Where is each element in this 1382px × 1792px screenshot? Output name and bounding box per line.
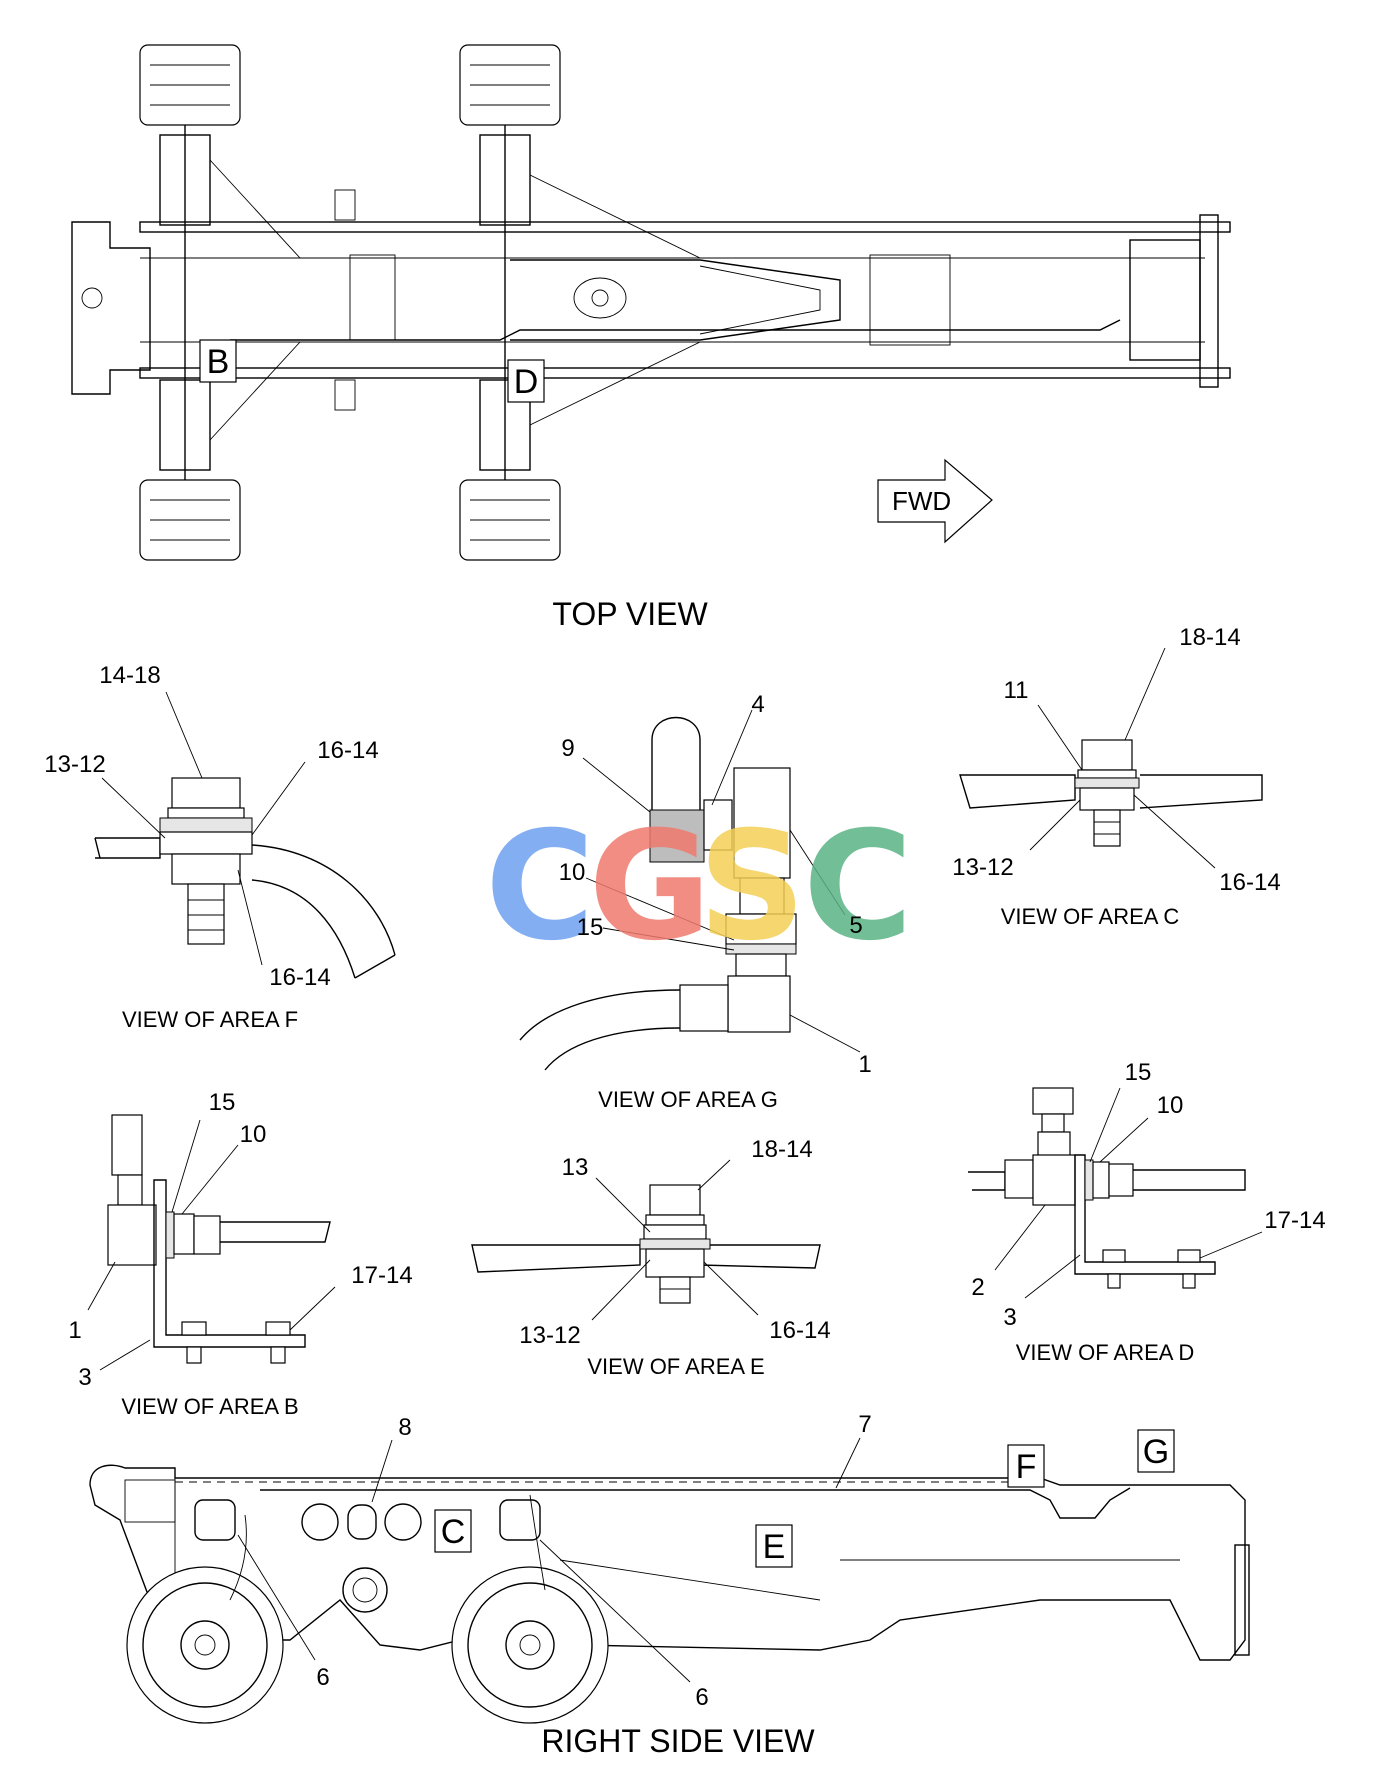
area-b-callout-15: 15 — [209, 1089, 236, 1116]
area-d-callout-10: 10 — [1157, 1092, 1184, 1119]
area-f-callout-left: 13-12 — [44, 751, 105, 778]
area-g-callout-9: 9 — [561, 735, 574, 762]
right-side-view-title: RIGHT SIDE VIEW — [541, 1723, 815, 1759]
area-b-callout-1: 1 — [68, 1317, 81, 1344]
marker-b: B — [199, 339, 237, 383]
area-e-callout-18: 18-14 — [751, 1136, 812, 1163]
marker-g: G — [1137, 1429, 1175, 1473]
watermark-letter-4: C — [803, 800, 913, 974]
fwd-arrow-icon: FWD — [877, 458, 993, 544]
area-g-callout-5: 5 — [849, 912, 862, 939]
area-d-callout-2: 2 — [971, 1274, 984, 1301]
area-e-callout-13: 13 — [562, 1154, 589, 1181]
marker-d-text: D — [514, 363, 539, 401]
side-callout-7: 7 — [858, 1411, 871, 1438]
area-d-callout-17: 17-14 — [1264, 1207, 1325, 1234]
area-c-callout-top: 18-14 — [1179, 624, 1240, 651]
area-g-callout-1: 1 — [858, 1051, 871, 1078]
watermark: C G S C — [485, 800, 913, 974]
area-b-caption: VIEW OF AREA B — [121, 1394, 298, 1419]
marker-c: C — [434, 1509, 472, 1553]
area-b-callout-3: 3 — [78, 1364, 91, 1391]
area-e-caption: VIEW OF AREA E — [587, 1354, 764, 1379]
area-f-caption: VIEW OF AREA F — [122, 1007, 298, 1032]
area-g-leaders — [582, 709, 861, 1053]
marker-e-text: E — [763, 1528, 786, 1566]
watermark-letter-2: G — [588, 800, 711, 974]
area-d-callout-15: 15 — [1125, 1059, 1152, 1086]
fwd-label: FWD — [892, 486, 951, 516]
area-e-callout-right: 16-14 — [769, 1317, 830, 1344]
front-wheel — [451, 1566, 609, 1724]
area-c-callout-left: 13-12 — [952, 854, 1013, 881]
top-view-drawing — [71, 44, 1231, 561]
watermark-letter-3: S — [698, 800, 806, 974]
area-g-callout-4: 4 — [751, 691, 764, 718]
area-f-leaders — [101, 691, 306, 966]
area-g-callout-15: 15 — [577, 914, 604, 941]
area-d-callout-3: 3 — [1003, 1304, 1016, 1331]
marker-c-text: C — [441, 1513, 466, 1551]
area-e-drawing — [471, 1184, 821, 1304]
top-view-title: TOP VIEW — [552, 596, 708, 632]
watermark-letter-1: C — [485, 800, 595, 974]
area-e-leaders — [591, 1159, 759, 1321]
area-b-drawing — [107, 1114, 331, 1364]
area-f-callout-right: 16-14 — [317, 737, 378, 764]
marker-d: D — [507, 359, 545, 403]
side-callout-6a: 6 — [316, 1664, 329, 1691]
area-b-callout-10: 10 — [240, 1121, 267, 1148]
area-e-callout-left-label: 13-12 — [519, 1322, 580, 1349]
area-d-leaders — [994, 1087, 1263, 1299]
marker-e: E — [755, 1524, 793, 1568]
side-callout-6b: 6 — [695, 1684, 708, 1711]
marker-b-text: B — [207, 343, 230, 381]
area-g-callout-10: 10 — [559, 859, 586, 886]
area-f-callout-bottom: 16-14 — [269, 964, 330, 991]
area-d-caption: VIEW OF AREA D — [1016, 1340, 1194, 1365]
area-c-callout-11: 11 — [1004, 677, 1029, 704]
rear-wheel — [126, 1566, 284, 1724]
right-side-view-drawing — [89, 1464, 1250, 1724]
area-f-drawing — [94, 777, 396, 979]
area-c-caption: VIEW OF AREA C — [1001, 904, 1180, 929]
area-c-callout-right: 16-14 — [1219, 869, 1280, 896]
marker-g-text: G — [1143, 1433, 1169, 1471]
area-g-caption: VIEW OF AREA G — [598, 1087, 778, 1112]
right-side-leaders — [237, 1437, 861, 1683]
area-c-leaders — [1029, 647, 1216, 869]
area-d-drawing — [968, 1087, 1246, 1289]
area-f-callout-top: 14-18 — [99, 662, 160, 689]
side-callout-8: 8 — [398, 1414, 411, 1441]
marker-f-text: F — [1016, 1448, 1037, 1486]
marker-f: F — [1007, 1444, 1045, 1488]
area-c-drawing — [959, 739, 1263, 847]
area-b-leaders — [87, 1119, 336, 1371]
area-b-callout-17: 17-14 — [351, 1262, 412, 1289]
